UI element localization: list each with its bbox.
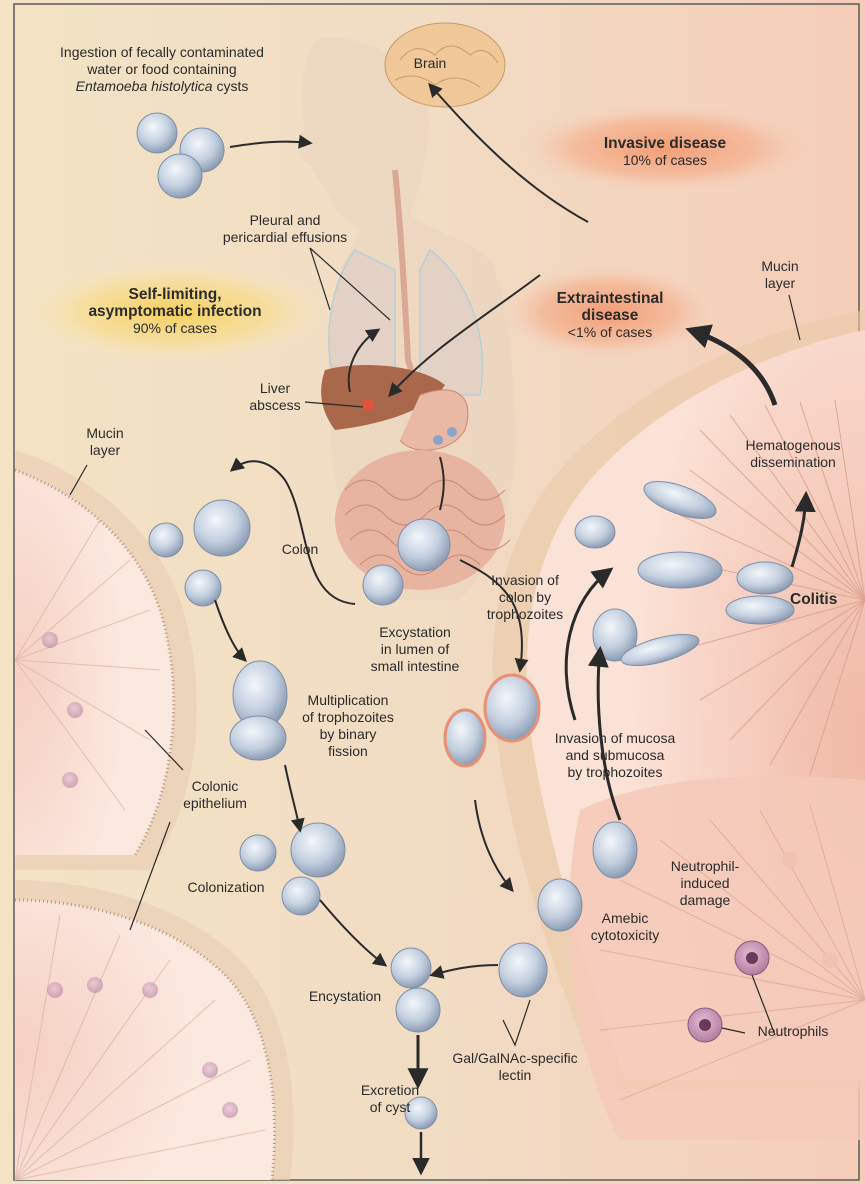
invasion-of-colon-label: Invasion of colon by trophozoites	[470, 572, 580, 623]
colon-label: Colon	[270, 541, 330, 558]
liver-abscess-label: Liver abscess	[245, 380, 305, 414]
invasion-mucosa-label: Invasion of mucosa and submucosa by trop…	[545, 730, 685, 781]
multiplication-label: Multiplication of trophozoites by binary…	[288, 692, 408, 760]
colonization-label: Colonization	[178, 879, 274, 896]
neutrophil-damage-label: Neutrophil- induced damage	[660, 858, 750, 909]
pleural-effusions-label: Pleural and pericardial effusions	[205, 212, 365, 246]
mucin-layer-label-right: Mucin layer	[750, 258, 810, 292]
colonic-epithelium-label: Colonic epithelium	[175, 778, 255, 812]
colitis-label: Colitis	[790, 591, 860, 608]
mucin-layer-label-left: Mucin layer	[75, 425, 135, 459]
brain-label: Brain	[405, 55, 455, 72]
hematogenous-dissemination-label: Hematogenous dissemination	[738, 437, 848, 471]
ingestion-label: Ingestion of fecally contaminated water …	[32, 44, 292, 95]
self-limiting-label: Self-limiting, asymptomatic infection 90…	[80, 286, 270, 337]
neutrophils-label: Neutrophils	[748, 1023, 838, 1040]
excretion-of-cyst-label: Excretion of cyst	[355, 1082, 425, 1116]
encystation-label: Encystation	[300, 988, 390, 1005]
excystation-label: Excystation in lumen of small intestine	[360, 624, 470, 675]
extraintestinal-label: Extraintestinal disease <1% of cases	[540, 290, 680, 341]
gal-galnac-lectin-label: Gal/GalNAc-specific lectin	[440, 1050, 590, 1084]
invasive-disease-label: Invasive disease 10% of cases	[580, 135, 750, 169]
amebic-cytotoxicity-label: Amebic cytotoxicity	[580, 910, 670, 944]
